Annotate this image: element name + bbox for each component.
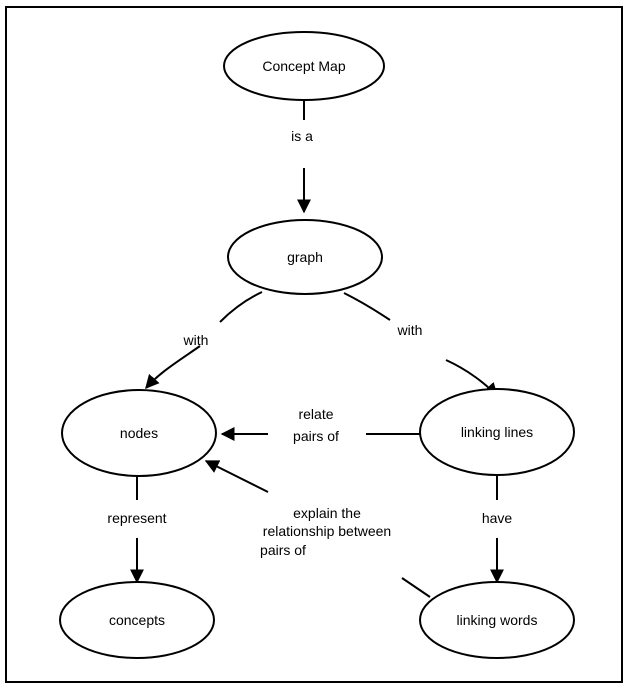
link-label-relate-line1: relate <box>298 406 333 422</box>
link-label-explain-line1: explain the <box>293 505 361 521</box>
diagram-frame <box>5 6 623 683</box>
node-concepts-ellipse <box>59 581 215 659</box>
node-concept-map-label: Concept Map <box>262 58 345 74</box>
link-labels: is a with with relate pairs of represent… <box>107 128 512 558</box>
link-label-with-left: with <box>183 332 209 348</box>
edge-graph-with-right <box>343 292 391 321</box>
node-graph: graph <box>227 219 383 295</box>
link-label-is-a: is a <box>291 128 313 144</box>
node-graph-ellipse <box>227 219 383 295</box>
edge-graph-with-left <box>219 291 263 323</box>
link-label-explain-line2: relationship between <box>263 523 391 539</box>
node-linking-words: linking words <box>419 581 575 659</box>
node-linking-words-label: linking words <box>457 612 538 628</box>
link-label-explain-line3: pairs of <box>260 542 306 558</box>
link-label-relate-line2: pairs of <box>293 428 339 444</box>
node-nodes-ellipse <box>61 389 217 477</box>
edges <box>130 100 504 598</box>
node-linking-lines-ellipse <box>419 388 575 476</box>
link-label-have: have <box>482 510 513 526</box>
link-label-represent: represent <box>107 510 166 526</box>
node-concepts: concepts <box>59 581 215 659</box>
node-graph-label: graph <box>287 249 323 265</box>
link-label-with-right: with <box>397 322 423 338</box>
node-nodes-label: nodes <box>120 425 158 441</box>
node-concept-map: Concept Map <box>223 31 385 101</box>
edge-with-nodes <box>145 345 201 390</box>
edge-linking-words-explain <box>401 577 431 598</box>
node-concept-map-ellipse <box>223 31 385 101</box>
node-nodes: nodes <box>61 389 217 477</box>
node-linking-words-ellipse <box>419 581 575 659</box>
node-concepts-label: concepts <box>109 612 165 628</box>
edge-explain-nodes <box>204 460 269 493</box>
node-linking-lines-label: linking lines <box>461 424 533 440</box>
node-linking-lines: linking lines <box>419 388 575 476</box>
